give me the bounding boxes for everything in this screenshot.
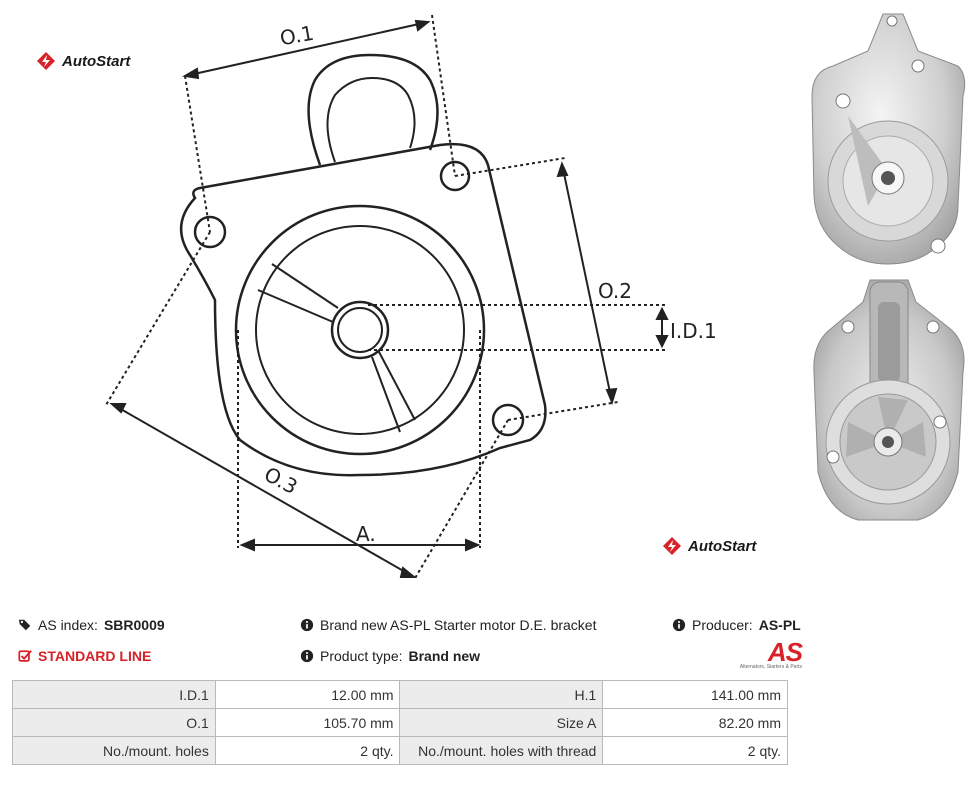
- mount-hole-left: [193, 215, 227, 249]
- product-photo-front[interactable]: [808, 6, 970, 268]
- mount-hole-bottom-right: [491, 403, 525, 437]
- label-o2: O.2: [598, 279, 632, 303]
- autostart-logo-icon: [663, 537, 681, 555]
- as-index-label: AS index:: [38, 617, 98, 633]
- standard-line-badge[interactable]: STANDARD LINE: [18, 648, 151, 664]
- standard-line-text: STANDARD LINE: [38, 648, 152, 664]
- spec-label: H.1: [399, 680, 604, 709]
- info-circle-icon: [300, 618, 314, 632]
- bore: [330, 300, 390, 360]
- product-name-text: Brand new AS-PL Starter motor D.E. brack…: [320, 617, 597, 633]
- product-type-value: Brand new: [408, 648, 481, 664]
- label-o1: O.1: [278, 21, 316, 51]
- spec-label: No./mount. holes with thread: [399, 736, 604, 765]
- table-row: I.D.1 12.00 mm H.1 141.00 mm: [12, 680, 788, 709]
- autostart-logo: AutoStart: [662, 536, 756, 556]
- label-id1: I.D.1: [670, 319, 717, 343]
- spec-label: I.D.1: [12, 680, 216, 709]
- spec-value: 12.00 mm: [214, 680, 401, 709]
- spec-value: 82.20 mm: [602, 708, 788, 737]
- as-pl-logo-subtitle: Alternators, Starters & Parts: [739, 664, 802, 670]
- mount-hole-top-right: [439, 160, 471, 192]
- inner-ring: [255, 225, 465, 435]
- as-pl-logo: AS Alternators, Starters & Parts: [702, 637, 803, 672]
- technical-drawing: O.1 O.2 O.3 I.D.1 A.: [105, 14, 717, 581]
- checkbox-checked-icon: [18, 650, 32, 662]
- tags-icon: [18, 619, 31, 631]
- spec-label: O.1: [12, 708, 216, 737]
- as-index-value: SBR0009: [103, 617, 165, 633]
- autostart-logo-text: AutoStart: [688, 537, 757, 555]
- spec-value: 141.00 mm: [602, 680, 788, 709]
- producer-value: AS-PL: [758, 617, 801, 633]
- product-photo-rear[interactable]: [808, 272, 970, 524]
- table-row: No./mount. holes 2 qty. No./mount. holes…: [12, 736, 788, 765]
- spec-label: Size A: [399, 708, 604, 737]
- bracket-loop: [307, 53, 439, 166]
- info-circle-icon: [300, 649, 314, 663]
- bracket-outline: [179, 142, 547, 477]
- product-name: Brand new AS-PL Starter motor D.E. brack…: [300, 617, 597, 633]
- product-type-label: Product type:: [320, 648, 403, 664]
- as-index: AS index: SBR0009: [18, 617, 165, 633]
- label-a: A.: [356, 522, 376, 546]
- producer: Producer: AS-PL: [672, 617, 801, 633]
- spec-label: No./mount. holes: [12, 736, 216, 765]
- as-pl-logo-text: AS: [767, 637, 803, 667]
- outer-ring: [234, 204, 486, 456]
- spec-value: 105.70 mm: [214, 708, 401, 737]
- autostart-logo: AutoStart: [36, 51, 130, 71]
- producer-label: Producer:: [692, 617, 753, 633]
- spec-value: 2 qty.: [602, 736, 788, 765]
- specs-table: I.D.1 12.00 mm H.1 141.00 mm O.1 105.70 …: [12, 680, 788, 765]
- product-type: Product type: Brand new: [300, 648, 480, 664]
- autostart-logo-icon: [37, 52, 55, 70]
- spec-value: 2 qty.: [214, 736, 401, 765]
- info-circle-icon: [672, 618, 686, 632]
- table-row: O.1 105.70 mm Size A 82.20 mm: [12, 708, 788, 737]
- autostart-logo-text: AutoStart: [62, 52, 131, 70]
